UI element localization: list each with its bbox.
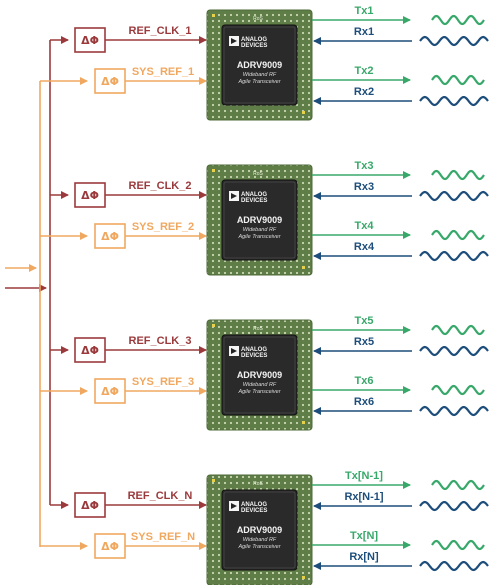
tx-waveform [431,324,485,336]
chip-brand-line2: DEVICES [241,198,267,204]
rx-waveform [419,35,489,47]
phase-symbol: ΔΦ [101,385,119,398]
chip-desc-line1: Wideband RF [243,227,277,233]
tx-waveform [431,14,485,26]
refclk-label: REF_CLK_2 [129,180,192,192]
chip-brand-line2: DEVICES [241,353,267,359]
tx-waveform [431,384,485,396]
tx-waveform [431,169,485,181]
sysref-label: SYS_REF_3 [132,376,194,388]
rx-waveform [419,250,489,262]
rx-waveform [419,345,489,357]
tx-label: Tx[N] [350,530,378,542]
chip-brand-line2: DEVICES [241,43,267,49]
rx-label: Rx2 [354,86,374,98]
rx-label: Rx1 [354,26,374,38]
rx-label: Rx5 [354,336,374,348]
chip-desc-line2: Agile Transceiver [237,544,281,550]
chip-desc-line1: Wideband RF [243,72,277,78]
sysref-phase-shifter [94,223,126,249]
phase-symbol: ΔΦ [101,75,119,88]
rx-label: Rx6 [354,396,374,408]
phase-symbol: ΔΦ [81,189,99,202]
rx-label: Rx3 [354,181,374,193]
tx-label: Tx3 [355,160,374,172]
tx-label: Tx1 [355,5,374,17]
chip-part-number: ADRV9009 [237,370,282,380]
tx-waveform [431,229,485,241]
chip-part-number: ADRV9009 [237,60,282,70]
chip-brand-line1: ANALOG [241,37,267,43]
sysref-label: SYS_REF_N [131,531,195,543]
chip-desc-line2: Agile Transceiver [237,79,281,85]
refclk-phase-shifter [74,337,106,363]
rx-waveform [419,95,489,107]
phase-symbol: ΔΦ [81,499,99,512]
chip-brand-line1: ANALOG [241,192,267,198]
phase-symbol: ΔΦ [81,34,99,47]
tx-waveform [431,74,485,86]
chip-brand-line2: DEVICES [241,508,267,514]
tx-waveform [431,479,485,491]
chip-brand-line1: ANALOG [241,502,267,508]
refclk-phase-shifter [74,182,106,208]
chip-brand-line1: ANALOG [241,347,267,353]
chip-corner-mark: RoS [253,171,263,177]
refclk-label: REF_CLK_3 [129,335,192,347]
refclk-label: REF_CLK_1 [129,25,192,37]
phase-symbol: ΔΦ [81,344,99,357]
tx-label: Tx6 [355,375,374,387]
tx-label: Tx[N-1] [345,470,383,482]
rx-waveform [419,560,489,572]
tx-label: Tx2 [355,65,374,77]
chip-desc-line1: Wideband RF [243,382,277,388]
chip-part-number: ADRV9009 [237,525,282,535]
chip-corner-mark: RoS [253,481,263,487]
sysref-label: SYS_REF_2 [132,221,194,233]
chip-desc-line2: Agile Transceiver [237,234,281,240]
phase-symbol: ΔΦ [101,230,119,243]
rx-label: Rx[N] [349,551,379,563]
chip-desc-line1: Wideband RF [243,537,277,543]
tx-label: Tx4 [355,220,375,232]
rx-label: Rx4 [354,241,375,253]
tx-waveform [431,539,485,551]
rx-label: Rx[N-1] [344,491,383,503]
refclk-label: REF_CLK_N [128,490,193,502]
tx-label: Tx5 [355,315,374,327]
chip-corner-mark: RoS [253,326,263,332]
refclk-phase-shifter [74,492,106,518]
rx-waveform [419,190,489,202]
chip-corner-mark: RoS [253,16,263,22]
phase-symbol: ΔΦ [101,540,119,553]
chip-desc-line2: Agile Transceiver [237,389,281,395]
chip-part-number: ADRV9009 [237,215,282,225]
rx-waveform [419,500,489,512]
rx-waveform [419,405,489,417]
sysref-label: SYS_REF_1 [132,66,194,78]
